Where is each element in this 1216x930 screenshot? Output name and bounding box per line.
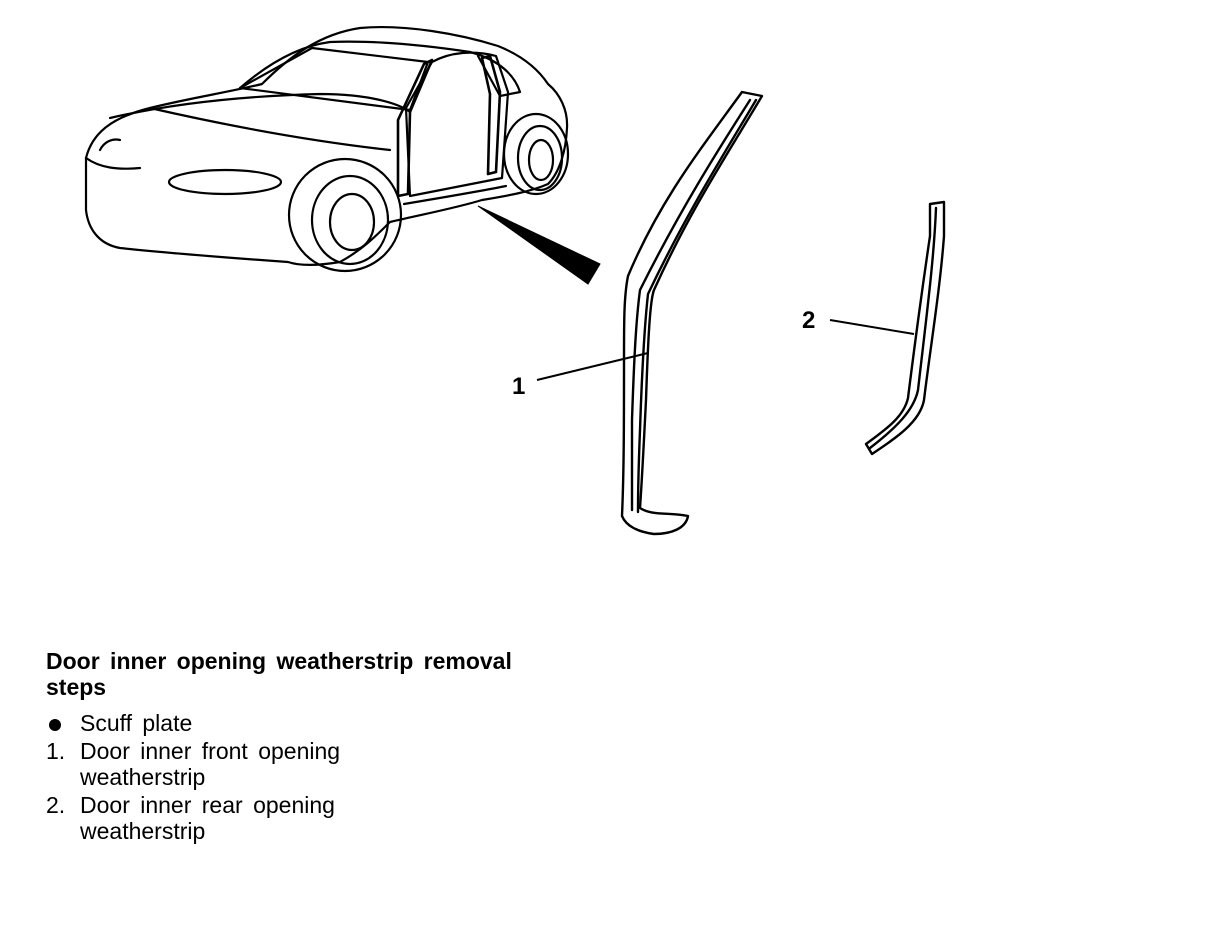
- headlight: [167, 168, 283, 196]
- door-opening-strip: [396, 58, 434, 198]
- hood-line: [108, 92, 412, 120]
- step-text: Door inner front opening weatherstrip: [80, 738, 341, 790]
- rear-wheel-hub: [527, 138, 555, 182]
- side-sill: [402, 184, 508, 206]
- callout-label-1: 1: [512, 373, 526, 400]
- removal-steps: Door inner opening weatherstrip removal …: [46, 648, 526, 846]
- car-roof-line: [238, 40, 472, 90]
- front-bumper: [84, 156, 142, 170]
- step-text: Door inner rear opening weatherstrip: [80, 792, 335, 844]
- car-illustration: [84, 26, 570, 273]
- rear-window: [468, 50, 522, 98]
- weatherstrip-diagram: [84, 26, 946, 536]
- rear-wheel-arch: [502, 112, 570, 196]
- leader-lines: [536, 319, 915, 381]
- front-wheel: [310, 174, 390, 266]
- front-door: [404, 51, 510, 198]
- bullet-icon: [49, 719, 61, 731]
- step-number: 1.: [46, 738, 66, 764]
- front-weatherstrip-part: [620, 90, 764, 536]
- front-grille: [98, 138, 122, 152]
- front-wheel-hub: [328, 192, 376, 252]
- leader-line-1: [536, 352, 649, 381]
- leader-line-2: [829, 319, 915, 335]
- belt-line: [148, 106, 392, 152]
- step-item-front-weatherstrip: 1. Door inner front opening weatherstrip: [46, 738, 526, 790]
- steps-title: Door inner opening weatherstrip removal …: [46, 648, 512, 700]
- step-text: Scuff plate: [80, 710, 193, 736]
- rear-weatherstrip-part: [864, 200, 946, 456]
- step-item-scuff-plate: Scuff plate: [46, 710, 526, 736]
- front-wheel-arch: [287, 157, 403, 273]
- step-number: 2.: [46, 792, 66, 818]
- rear-wheel: [516, 124, 564, 192]
- car-body-outline: [84, 26, 569, 267]
- step-marker-bullet: [46, 710, 80, 736]
- rear-opening-strip: [480, 54, 502, 176]
- callout-label-2: 2: [802, 307, 816, 334]
- location-pointer: [477, 205, 601, 285]
- step-item-rear-weatherstrip: 2. Door inner rear opening weatherstrip: [46, 792, 526, 844]
